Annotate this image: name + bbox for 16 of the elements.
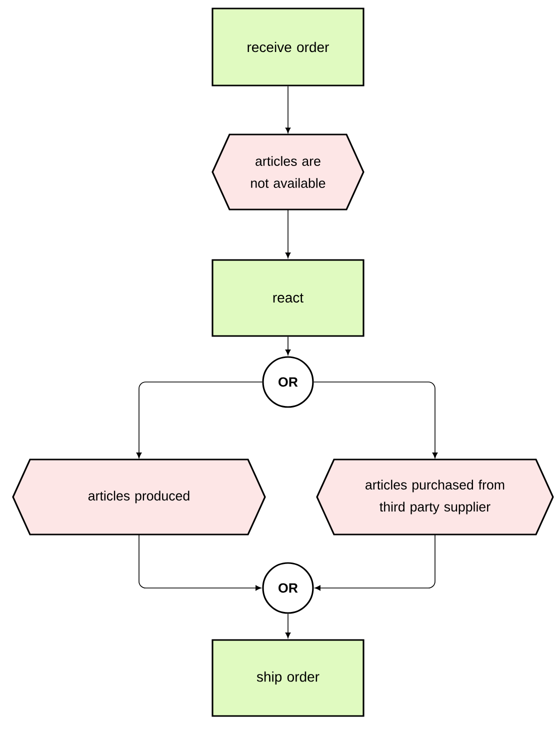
arrow [136,382,263,458]
or-connector: OR [262,562,314,614]
arrow [285,209,291,258]
arrow [313,382,438,458]
event-hexagon: articles produced [12,458,266,536]
arrow [285,613,291,638]
arrow [285,86,291,134]
or-connector: OR [262,356,314,408]
arrow [314,534,436,591]
arrow [285,336,291,356]
function-box: ship order [212,639,364,717]
arrow [138,534,262,591]
event-hexagon: articles are not available [212,134,364,210]
event-hexagon: articles purchased from third party supplier [316,458,554,536]
function-box: react [212,259,364,337]
function-box: receive order [212,8,364,86]
